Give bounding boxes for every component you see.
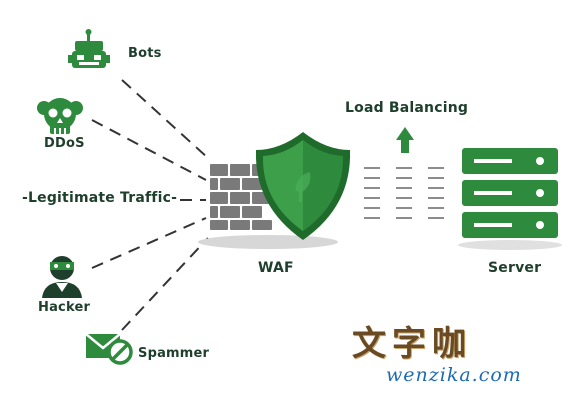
watermark-chinese: 文字咖: [352, 324, 472, 364]
hacker-label: Hacker: [38, 300, 91, 315]
connector-lines: [91, 79, 209, 331]
flow-column-2: [396, 167, 412, 219]
connector-bots: [121, 79, 209, 159]
wall-shadow: [198, 235, 338, 249]
flow-column-3: [428, 167, 444, 219]
connector-hacker: [91, 217, 207, 269]
bots-label: Bots: [128, 46, 162, 61]
load-balancing-label: Load Balancing: [345, 100, 469, 116]
watermark-site: wenzika.com: [386, 364, 522, 386]
spammer-label: Spammer: [138, 346, 210, 361]
waf-label: WAF: [258, 260, 294, 276]
ddos-label: DDoS: [44, 136, 85, 151]
masked-person-icon: [42, 256, 82, 298]
legitimate-traffic-label: -Legitimate Traffic-: [22, 190, 178, 206]
server-rack-icon: [462, 148, 558, 238]
server-label: Server: [488, 260, 542, 276]
up-arrow-icon: [396, 127, 414, 153]
robot-icon: [68, 29, 110, 68]
shield-icon: [255, 132, 351, 240]
flow-column-1: [364, 167, 380, 219]
connector-ddos: [91, 119, 207, 181]
server-shadow: [458, 240, 562, 250]
skull-icon: [37, 98, 83, 134]
load-balancing-lines: [364, 167, 444, 219]
blocked-mail-icon: [85, 333, 133, 365]
connector-spammer: [121, 237, 209, 331]
